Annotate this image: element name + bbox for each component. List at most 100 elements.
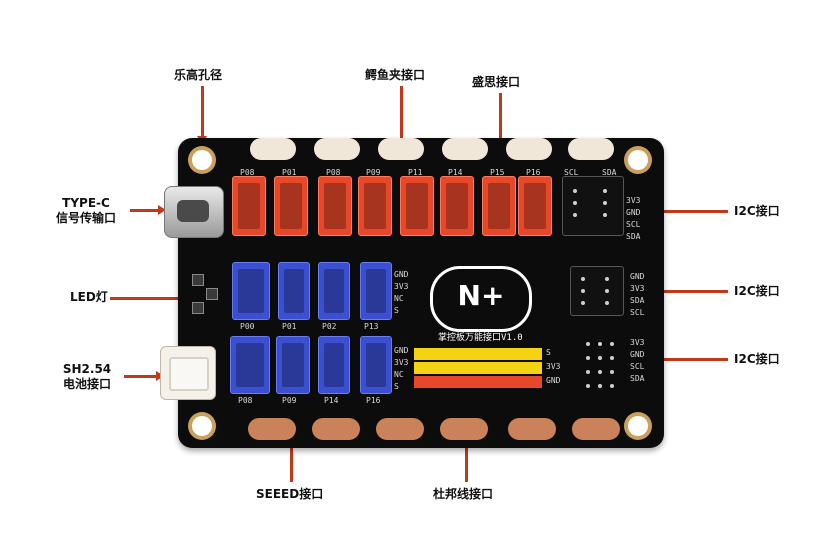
silk-blue-side-label: NC [394, 370, 404, 379]
silk-i2c-1-label: GND [626, 208, 641, 217]
silk-i2c-2-label: GND [630, 272, 645, 281]
silk-red-label: P09 [366, 168, 381, 177]
silk-blue-side-label: NC [394, 294, 404, 303]
label-type-c-line2: 信号传输口 [55, 211, 116, 225]
arrow-type-c [130, 209, 160, 212]
alligator-pad [312, 418, 360, 440]
seeed-connector [230, 336, 270, 394]
silk-i2c-3-label: GND [630, 350, 645, 359]
lego-hole-top-right [628, 150, 648, 170]
silk-i2c-2-label: 3V3 [630, 284, 645, 293]
i2c-connector [570, 266, 624, 316]
silk-red-label: P16 [526, 168, 541, 177]
silk-blue-side-label: 3V3 [394, 282, 409, 291]
seeed-connector [318, 262, 350, 320]
silk-blue-bottom-label: P09 [282, 396, 297, 405]
seeed-connector [360, 262, 392, 320]
silk-i2c-1-label: 3V3 [626, 196, 641, 205]
dupont-pins-gnd [414, 376, 542, 388]
label-i2c-2: I2C接口 [734, 284, 780, 298]
shengsi-connector [518, 176, 552, 236]
label-led: LED灯 [70, 290, 108, 304]
lego-hole-bottom-right [628, 416, 648, 436]
silk-blue-top-label: P02 [322, 322, 337, 331]
seeed-connector [276, 336, 310, 394]
arrow-shengsi [499, 93, 502, 173]
silk-red-label: P11 [408, 168, 423, 177]
silk-red-label: P01 [282, 168, 297, 177]
silk-red-label: SCL [564, 168, 579, 177]
seeed-connector [360, 336, 392, 394]
seeed-connector [318, 336, 350, 394]
shengsi-connector [232, 176, 266, 236]
alligator-pad [442, 138, 488, 160]
silk-blue-side-label: 3V3 [394, 358, 409, 367]
silk-dupont-label: GND [546, 376, 561, 385]
arrow-alligator-clip [400, 86, 403, 146]
silk-red-label: P08 [240, 168, 255, 177]
led-component [192, 274, 204, 286]
shengsi-connector [358, 176, 392, 236]
silk-blue-side-label: S [394, 382, 399, 391]
alligator-pad [506, 138, 552, 160]
alligator-pad [508, 418, 556, 440]
silk-i2c-3-label: SDA [630, 374, 645, 383]
arrow-i2c-1 [636, 210, 728, 213]
label-i2c-3: I2C接口 [734, 352, 780, 366]
lego-hole-top-left [192, 150, 212, 170]
dupont-pins-3v3 [414, 362, 542, 374]
silk-blue-top-label: P00 [240, 322, 255, 331]
label-alligator-clip: 鳄鱼夹接口 [365, 68, 426, 82]
arrow-sh254 [124, 375, 158, 378]
shengsi-connector [274, 176, 308, 236]
silk-i2c-3-label: SCL [630, 362, 645, 371]
board-logo: N+ [430, 266, 532, 332]
label-seeed: SEEED接口 [256, 487, 324, 501]
silk-red-label: SDA [602, 168, 617, 177]
lego-hole-bottom-left [192, 416, 212, 436]
silk-i2c-1-label: SCL [626, 220, 641, 229]
pcb-board: P08 P01 P08 P09 P11 P14 P15 P16 SCL SDA … [178, 138, 664, 448]
label-hole-diameter: 乐高孔径 [174, 68, 223, 82]
silk-blue-top-label: P13 [364, 322, 379, 331]
sh254-battery-connector [160, 346, 216, 400]
led-component [206, 288, 218, 300]
silk-blue-bottom-label: P16 [366, 396, 381, 405]
label-type-c: TYPE-C 信号传输口 [44, 196, 128, 226]
alligator-pad [572, 418, 620, 440]
alligator-pad [440, 418, 488, 440]
label-sh254-line1: SH2.54 [62, 362, 112, 376]
shengsi-connector [318, 176, 352, 236]
i2c-connector [562, 176, 624, 236]
shengsi-connector [400, 176, 434, 236]
alligator-pad [248, 418, 296, 440]
label-shengsi: 盛思接口 [472, 75, 521, 89]
led-component [192, 302, 204, 314]
shengsi-connector [482, 176, 516, 236]
silk-dupont-label: S [546, 348, 551, 357]
alligator-pad [314, 138, 360, 160]
dupont-pins-signal [414, 348, 542, 360]
board-subtitle: 掌控板万能接口V1.0 [438, 333, 523, 343]
alligator-pad [376, 418, 424, 440]
silk-i2c-1-label: SDA [626, 232, 641, 241]
alligator-pad [250, 138, 296, 160]
shengsi-connector [440, 176, 474, 236]
silk-i2c-3-label: 3V3 [630, 338, 645, 347]
silk-red-label: P14 [448, 168, 463, 177]
silk-blue-side-label: GND [394, 346, 409, 355]
silk-i2c-2-label: SCL [630, 308, 645, 317]
arrow-led [110, 297, 190, 300]
arrowhead-type-c [158, 205, 166, 215]
arrow-hole-diameter [201, 86, 204, 138]
alligator-pad [378, 138, 424, 160]
silk-blue-side-label: GND [394, 270, 409, 279]
silk-blue-bottom-label: P08 [238, 396, 253, 405]
arrow-i2c-2 [636, 290, 728, 293]
usb-type-c-port [164, 186, 224, 238]
seeed-connector [232, 262, 270, 320]
label-sh254-line2: 电池接口 [62, 377, 111, 391]
label-i2c-1: I2C接口 [734, 204, 780, 218]
silk-blue-side-label: S [394, 306, 399, 315]
seeed-connector [278, 262, 310, 320]
